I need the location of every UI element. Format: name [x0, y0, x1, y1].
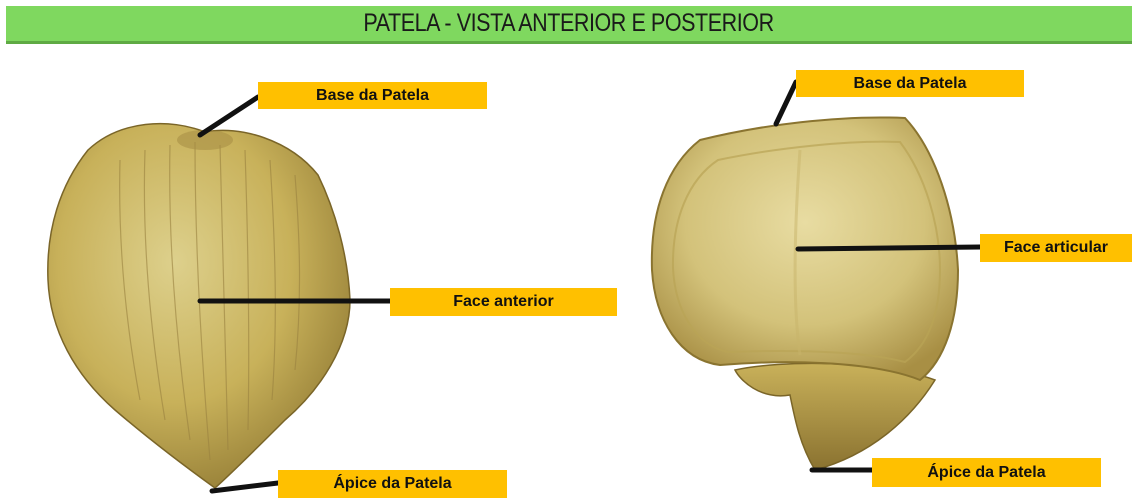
leader-line-posterior-base: [776, 82, 796, 124]
label-posterior-base: Base da Patela: [796, 70, 1024, 97]
label-anterior-base: Base da Patela: [258, 82, 487, 109]
posterior-patella: [652, 117, 958, 470]
label-posterior-apex: Ápice da Patela: [872, 458, 1101, 487]
label-posterior-face: Face articular: [980, 234, 1132, 262]
label-anterior-face: Face anterior: [390, 288, 617, 316]
label-anterior-apex: Ápice da Patela: [278, 470, 507, 498]
anterior-patella: [48, 124, 350, 488]
leader-line-anterior-apex: [212, 483, 278, 491]
leader-line-posterior-face: [798, 247, 980, 249]
leader-line-anterior-base: [200, 97, 258, 135]
